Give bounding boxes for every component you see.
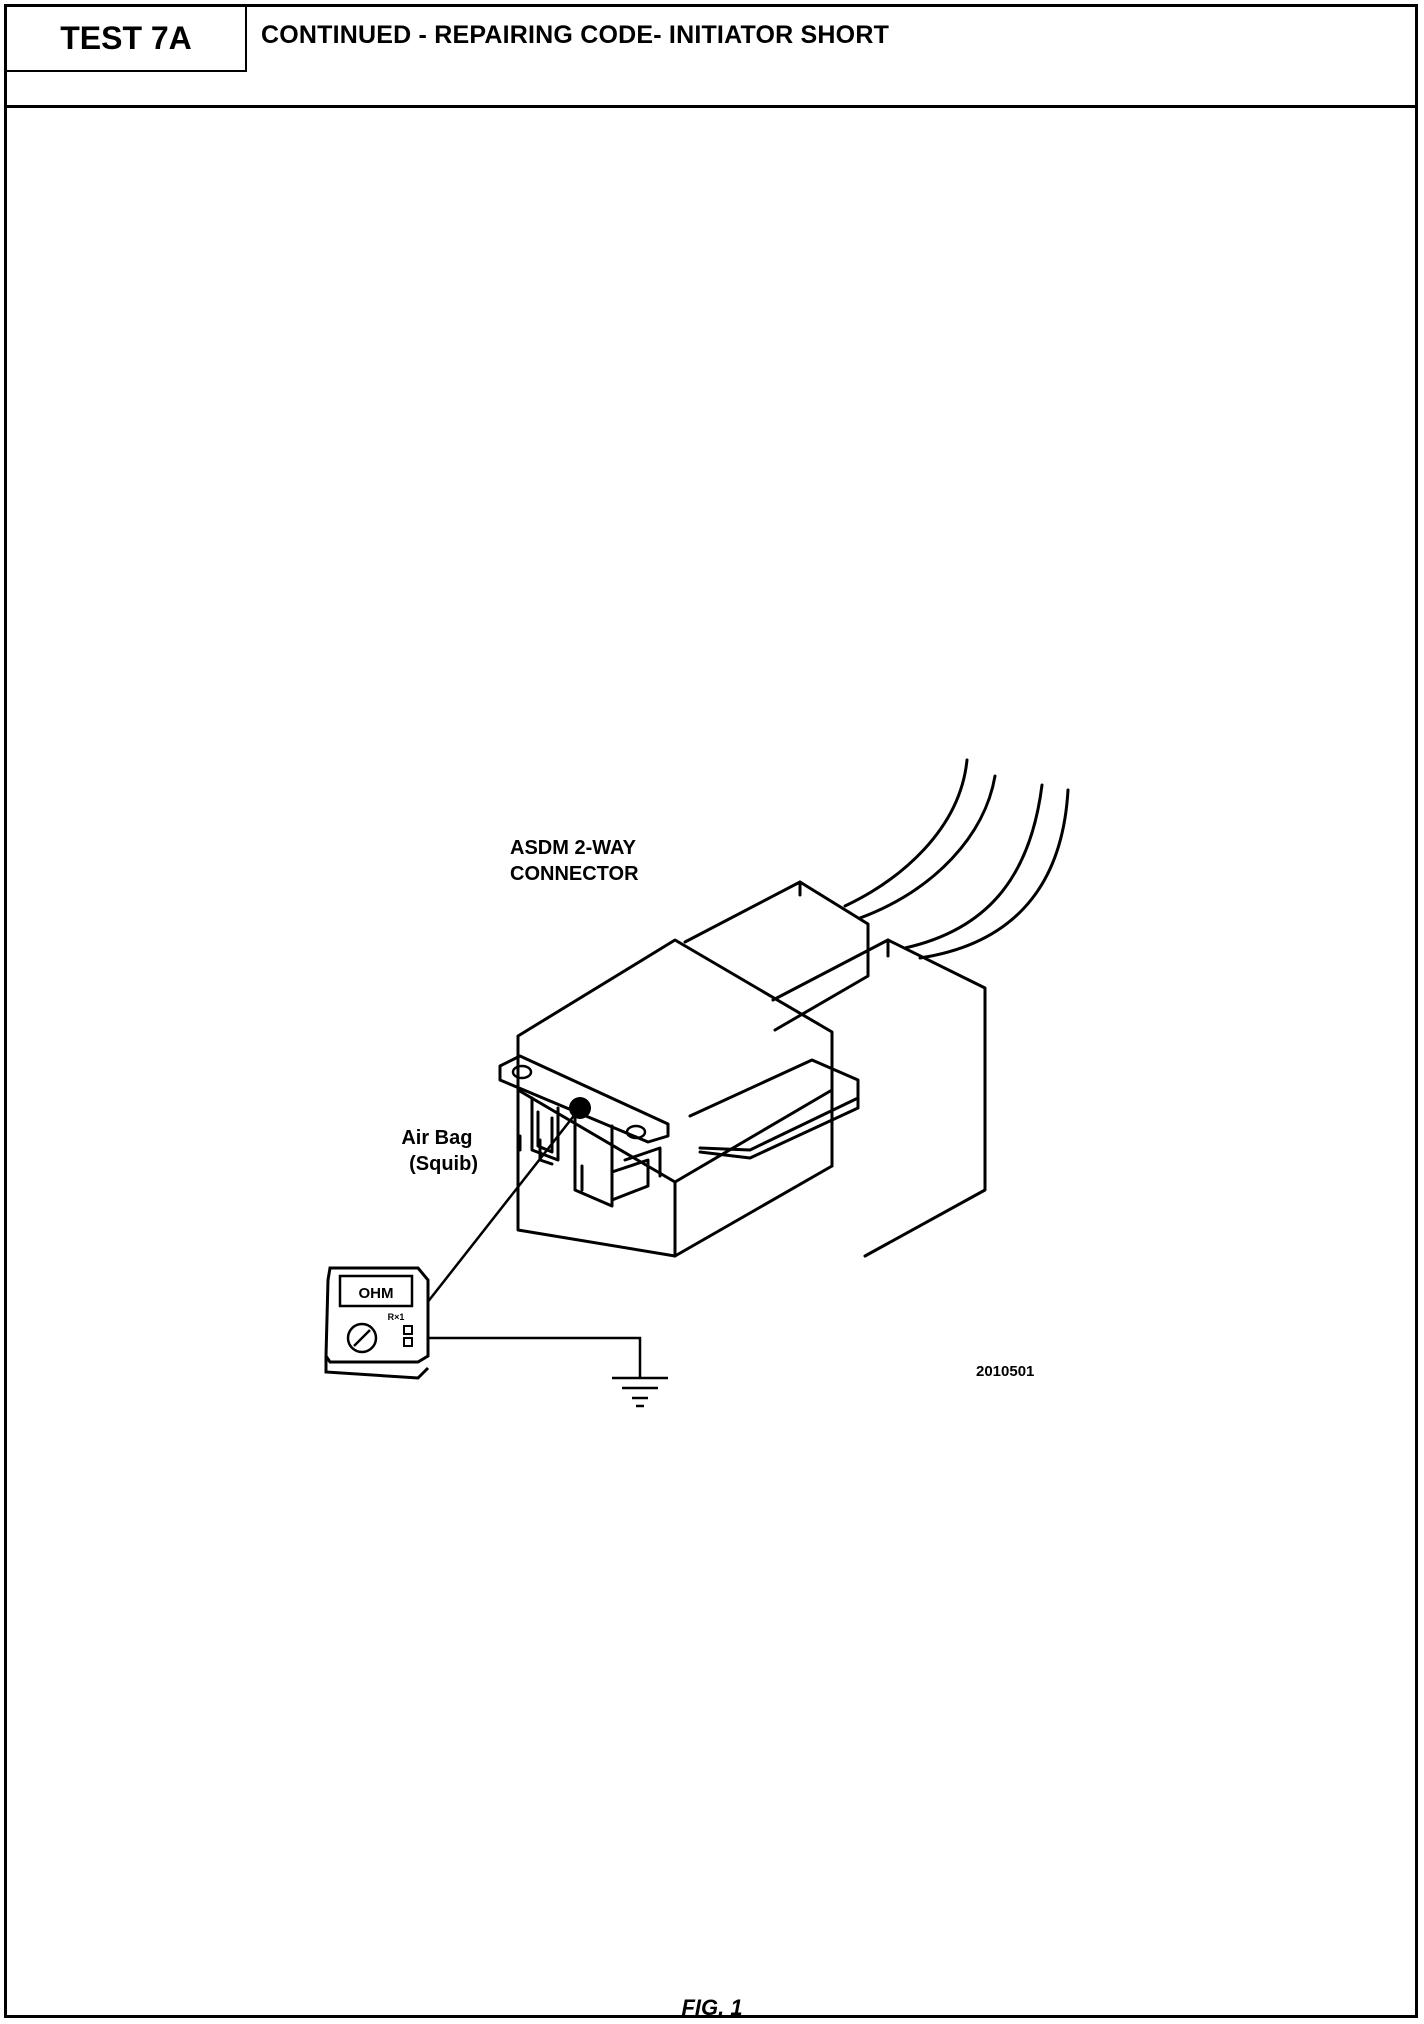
meter-range-text: R×1 <box>388 1312 405 1322</box>
connector-side-block <box>771 938 987 1258</box>
test-id: TEST 7A <box>60 20 192 56</box>
meter-display-text: OHM <box>359 1285 394 1302</box>
test-id-box: TEST 7A <box>7 7 247 72</box>
page-title: CONTINUED - REPAIRING CODE- INITIATOR SH… <box>261 21 890 49</box>
header-bar: TEST 7A CONTINUED - REPAIRING CODE- INIT… <box>7 7 1415 108</box>
test-leads <box>411 1107 642 1378</box>
figure-code: 2010501 <box>976 1363 1034 1380</box>
figure-label: FIG. 1 <box>681 1995 743 2020</box>
connector-terminals <box>518 1096 662 1208</box>
airbag-label: Air Bag (Squib) <box>401 1127 478 1175</box>
connector-body <box>516 938 834 1258</box>
shorting-plate <box>498 1054 670 1144</box>
ground-icon <box>612 1376 668 1408</box>
ohmmeter-icon <box>324 1266 430 1380</box>
connector-latch <box>688 1058 860 1160</box>
page-frame: TEST 7A CONTINUED - REPAIRING CODE- INIT… <box>4 4 1418 2018</box>
harness-wires <box>843 758 1070 960</box>
connector-rear-block <box>683 880 870 1032</box>
connector-label: ASDM 2-WAY CONNECTOR <box>510 837 641 885</box>
